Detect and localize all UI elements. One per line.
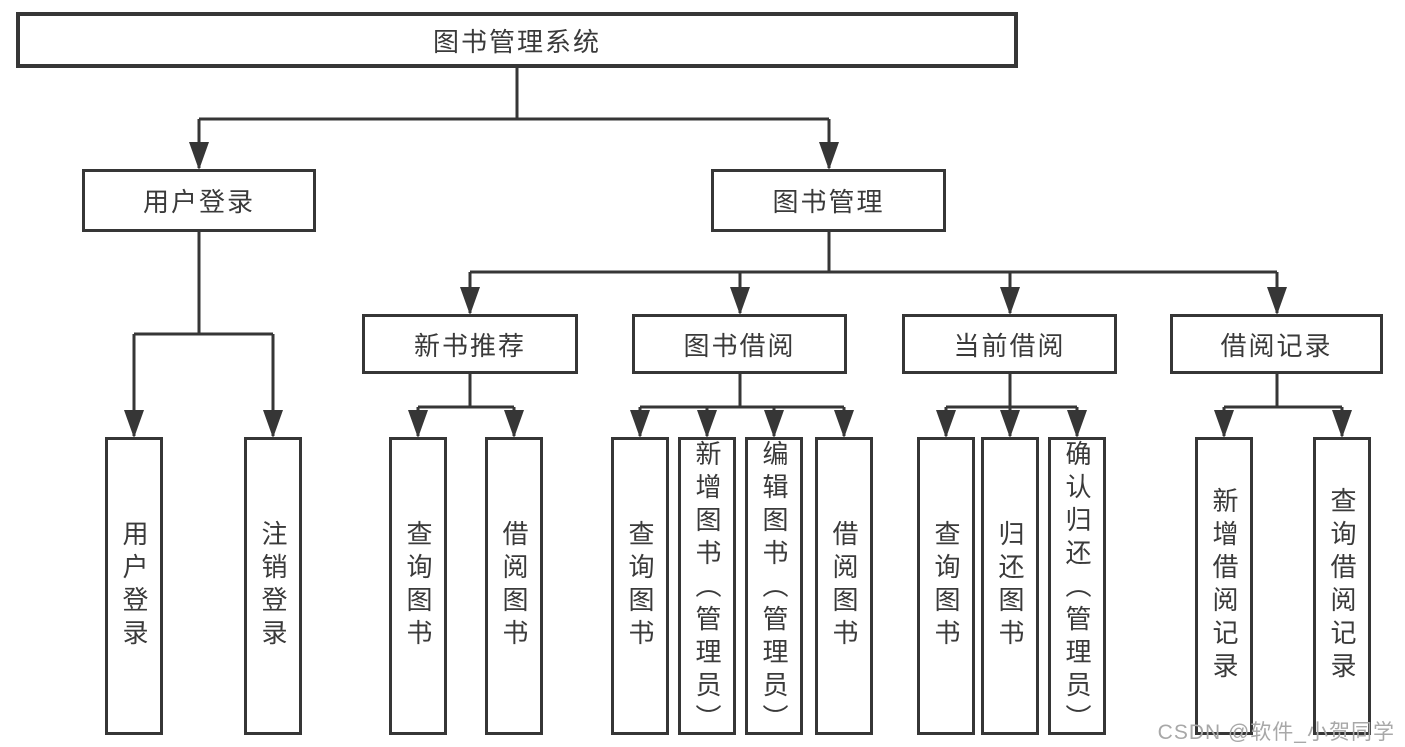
node-label: 新书推荐 xyxy=(413,330,526,361)
leaf-label: 查询图书 xyxy=(625,520,655,652)
leaf-label: 确认归还（管理员） xyxy=(1062,440,1092,737)
leaf-confirm-return-admin: 确认归还（管理员） xyxy=(1048,437,1106,737)
node-label: 图书借阅 xyxy=(683,330,796,361)
node-label: 图书管理系统 xyxy=(432,26,601,57)
leaf-label: 编辑图书（管理员） xyxy=(759,440,789,737)
leaf-label: 查询借阅记录 xyxy=(1327,487,1357,685)
leaf-label: 归还图书 xyxy=(995,520,1025,652)
node-label: 当前借阅 xyxy=(953,330,1066,361)
leaf-add-books-admin: 新增图书（管理员） xyxy=(678,437,736,737)
leaf-user-login: 用户登录 xyxy=(105,437,163,735)
leaf-label: 借阅图书 xyxy=(829,520,859,652)
leaf-label: 用户登录 xyxy=(119,520,149,652)
node-label: 用户登录 xyxy=(142,187,255,217)
leaf-return-books: 归还图书 xyxy=(981,437,1039,735)
node-book-management: 图书管理 xyxy=(711,169,946,232)
node-library-management-system: 图书管理系统 xyxy=(16,12,1018,68)
leaf-add-borrow-record: 新增借阅记录 xyxy=(1195,437,1253,735)
leaf-logout: 注销登录 xyxy=(244,437,302,735)
leaf-label: 新增借阅记录 xyxy=(1209,487,1239,685)
leaf-label: 借阅图书 xyxy=(499,520,529,652)
leaf-edit-books-admin: 编辑图书（管理员） xyxy=(745,437,803,737)
leaf-query-borrow-record: 查询借阅记录 xyxy=(1313,437,1371,735)
leaf-label: 注销登录 xyxy=(258,520,288,652)
csdn-watermark: CSDN @软件_小贺同学 xyxy=(1157,721,1395,744)
leaf-borrow-books-1: 借阅图书 xyxy=(485,437,543,735)
leaf-label: 查询图书 xyxy=(931,520,961,652)
leaf-label: 新增图书（管理员） xyxy=(692,440,722,737)
node-label: 图书管理 xyxy=(772,187,885,217)
leaf-query-books-1: 查询图书 xyxy=(389,437,447,735)
leaf-query-books-3: 查询图书 xyxy=(917,437,975,735)
node-current-borrow: 当前借阅 xyxy=(902,314,1117,374)
node-book-borrow: 图书借阅 xyxy=(632,314,847,374)
node-user-login: 用户登录 xyxy=(82,169,316,232)
leaf-label: 查询图书 xyxy=(403,520,433,652)
leaf-borrow-books-2: 借阅图书 xyxy=(815,437,873,735)
node-borrow-record: 借阅记录 xyxy=(1170,314,1383,374)
node-new-book-recommend: 新书推荐 xyxy=(362,314,578,374)
leaf-query-books-2: 查询图书 xyxy=(611,437,669,735)
node-label: 借阅记录 xyxy=(1220,330,1333,361)
